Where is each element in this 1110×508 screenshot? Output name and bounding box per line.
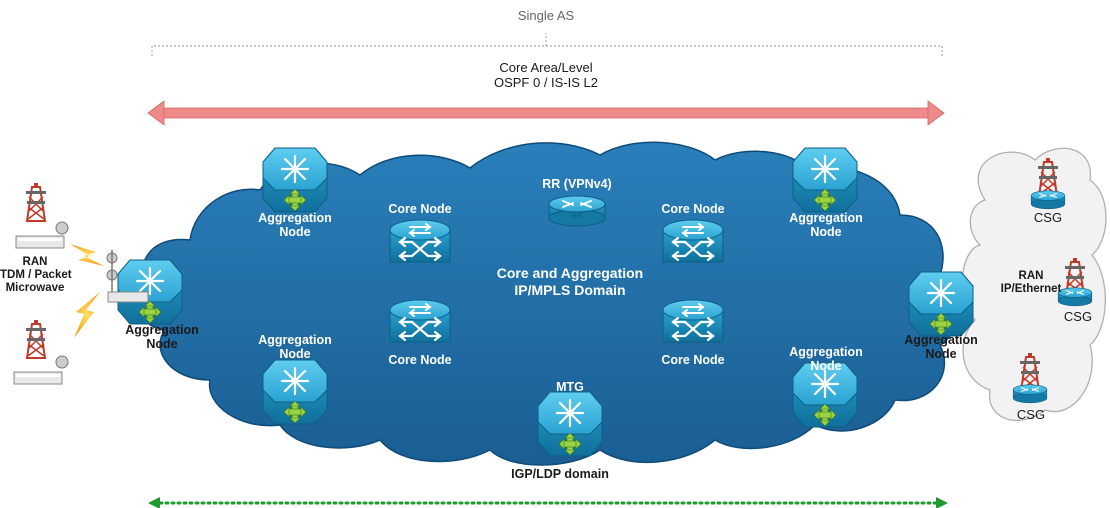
igp-ldp-label: IGP/LDP domain bbox=[511, 467, 609, 481]
mtg-label: MTG bbox=[556, 380, 584, 394]
core-node-icon bbox=[661, 218, 725, 264]
aggregation-node-icon bbox=[261, 358, 329, 426]
ran-microwave-site-top bbox=[15, 182, 69, 249]
core-node-label-tl: Core Node bbox=[388, 202, 452, 216]
igp-ldp-arrow bbox=[148, 497, 948, 508]
aggregation-node-icon bbox=[791, 146, 859, 214]
core-area-line1: Core Area/Level bbox=[499, 60, 593, 75]
csg-label-middle: CSG bbox=[1063, 309, 1093, 324]
domain-line2: IP/MPLS Domain bbox=[514, 281, 626, 298]
domain-label: Core and Aggregation IP/MPLS Domain bbox=[460, 265, 680, 299]
rr-badge: RR bbox=[571, 211, 583, 220]
hub-microwave-radio bbox=[106, 250, 149, 303]
core-node-label-bl: Core Node bbox=[388, 353, 452, 367]
single-as-bracket bbox=[151, 33, 943, 56]
core-area-label: Core Area/Level OSPF 0 / IS-IS L2 bbox=[466, 60, 626, 90]
core-node-icon bbox=[388, 298, 452, 344]
core-area-arrow bbox=[147, 100, 945, 126]
mtg-node-icon bbox=[536, 390, 604, 458]
rr-label: RR (VPNv4) bbox=[542, 177, 612, 191]
core-node-label-tr: Core Node bbox=[661, 202, 725, 216]
aggregation-node-icon bbox=[907, 270, 975, 338]
core-area-line2: OSPF 0 / IS-IS L2 bbox=[493, 74, 599, 90]
aggregation-node-icon bbox=[261, 146, 329, 214]
single-as-label: Single AS bbox=[517, 8, 575, 23]
csg-label-top: CSG bbox=[1033, 210, 1063, 225]
core-node-icon bbox=[388, 218, 452, 264]
microwave-link-bolts bbox=[70, 244, 104, 338]
core-node-label-br: Core Node bbox=[661, 353, 725, 367]
ran-microwave-site-bottom bbox=[13, 319, 69, 385]
domain-line1: Core and Aggregation bbox=[496, 265, 644, 281]
core-node-icon bbox=[661, 298, 725, 344]
core-aggregation-cloud bbox=[140, 141, 960, 466]
csg-label-bottom: CSG bbox=[1016, 407, 1046, 422]
